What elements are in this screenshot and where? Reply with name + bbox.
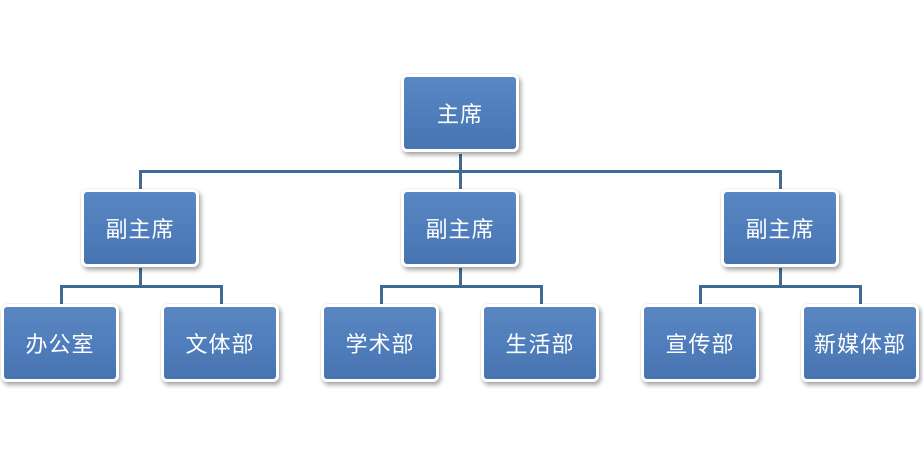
department-node-publicity[interactable]: 宣传部 bbox=[641, 304, 759, 382]
department-node-new-media[interactable]: 新媒体部 bbox=[801, 304, 919, 382]
connector-vice-chair-1-down bbox=[139, 268, 142, 286]
connector-dept-3-2-up bbox=[859, 285, 862, 305]
connector-dept-1-2-up bbox=[220, 285, 223, 305]
connector-dept-bus-1 bbox=[60, 285, 223, 288]
department-label: 新媒体部 bbox=[813, 333, 906, 358]
department-node-culture-sports[interactable]: 文体部 bbox=[161, 304, 279, 382]
department-node-office[interactable]: 办公室 bbox=[1, 304, 119, 382]
vice-chair-node-1[interactable]: 副主席 bbox=[81, 189, 199, 267]
connector-dept-2-2-up bbox=[540, 285, 543, 305]
department-node-academic[interactable]: 学术部 bbox=[321, 304, 439, 382]
department-label: 办公室 bbox=[25, 333, 95, 358]
chairman-node[interactable]: 主席 bbox=[401, 74, 519, 152]
connector-chairman-down bbox=[459, 154, 462, 171]
vice-chair-label: 副主席 bbox=[105, 218, 175, 243]
chairman-label: 主席 bbox=[436, 103, 483, 128]
department-label: 文体部 bbox=[185, 333, 255, 358]
connector-vice-chair-3-up bbox=[779, 170, 782, 190]
connector-dept-bus-2 bbox=[380, 285, 543, 288]
vice-chair-label: 副主席 bbox=[745, 218, 815, 243]
connector-dept-2-1-up bbox=[380, 285, 383, 305]
department-label: 学术部 bbox=[345, 333, 415, 358]
vice-chair-label: 副主席 bbox=[425, 218, 495, 243]
department-node-life[interactable]: 生活部 bbox=[481, 304, 599, 382]
department-label: 宣传部 bbox=[665, 333, 735, 358]
department-label: 生活部 bbox=[505, 333, 575, 358]
vice-chair-node-2[interactable]: 副主席 bbox=[401, 189, 519, 267]
connector-dept-1-1-up bbox=[60, 285, 63, 305]
vice-chair-node-3[interactable]: 副主席 bbox=[721, 189, 839, 267]
connector-vice-chair-2-down bbox=[459, 268, 462, 286]
connector-dept-bus-3 bbox=[699, 285, 862, 288]
connector-vice-chair-1-up bbox=[139, 170, 142, 190]
connector-vice-chair-2-up bbox=[459, 170, 462, 190]
connector-vice-chair-3-down bbox=[779, 268, 782, 286]
connector-dept-3-1-up bbox=[699, 285, 702, 305]
